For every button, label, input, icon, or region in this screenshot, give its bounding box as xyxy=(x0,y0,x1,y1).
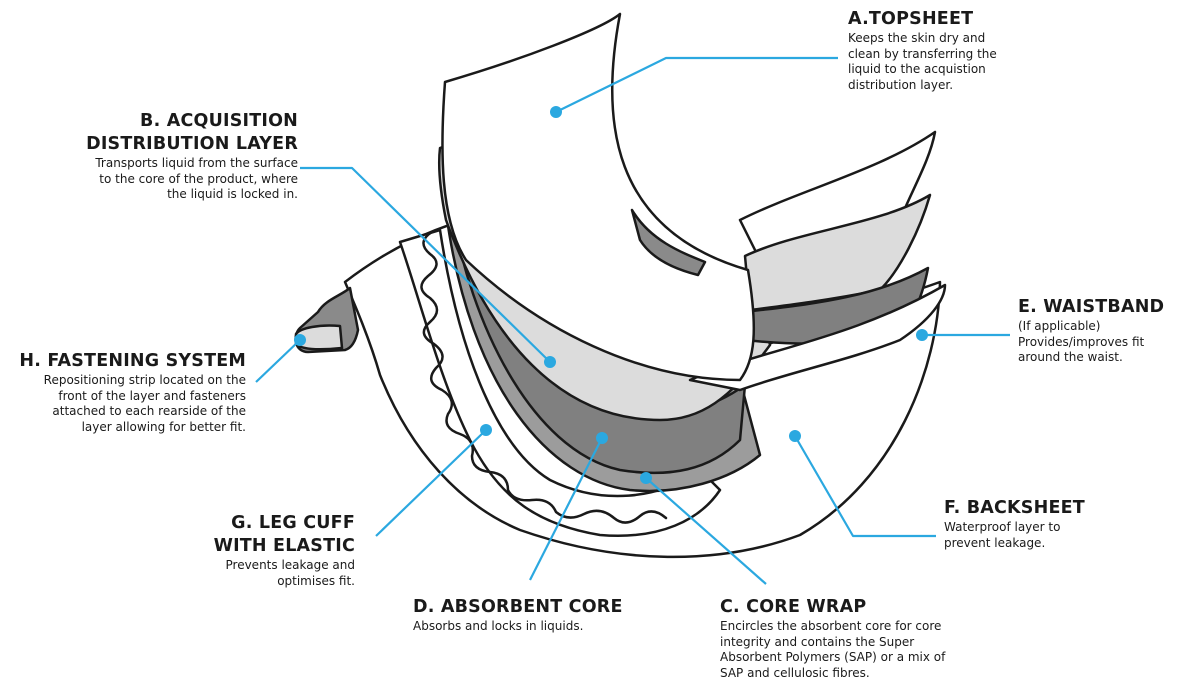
label-absorbent-core-title: D. ABSORBENT CORE xyxy=(413,597,623,617)
leader-h xyxy=(255,339,301,383)
marker-d xyxy=(596,432,608,444)
label-waistband: E. WAISTBAND (If applicable) Provides/im… xyxy=(1018,296,1193,366)
marker-a xyxy=(550,106,562,118)
waistband-flap-mid xyxy=(743,193,932,312)
label-fastening-system-title: H. FASTENING SYSTEM xyxy=(19,351,246,371)
label-waistband-note: (If applicable) xyxy=(1018,319,1101,333)
leg-cuff-elastic-wave xyxy=(420,230,668,524)
marker-b xyxy=(544,356,556,368)
label-topsheet-title: A.TOPSHEET xyxy=(848,9,974,29)
label-leg-cuff-desc: Prevents leakage and optimises fit. xyxy=(225,558,356,588)
label-backsheet: F. BACKSHEET Waterproof layer to prevent… xyxy=(944,497,1144,551)
leader-a xyxy=(555,56,838,113)
leader-f xyxy=(794,435,936,538)
label-backsheet-title: F. BACKSHEET xyxy=(944,498,1085,518)
leader-b xyxy=(300,166,551,363)
topsheet-inner-fold xyxy=(630,208,707,277)
label-core-wrap: C. CORE WRAP Encircles the absorbent cor… xyxy=(720,596,990,681)
leader-d xyxy=(529,437,603,581)
marker-f xyxy=(789,430,801,442)
fastening-strip xyxy=(294,324,344,351)
label-fastening-system-desc: Repositioning strip located on the front… xyxy=(43,373,246,434)
label-acquisition-layer-desc: Transports liquid from the surface to th… xyxy=(95,156,298,201)
label-leg-cuff: G. LEG CUFF WITH ELASTIC Prevents leakag… xyxy=(175,512,355,589)
topsheet-layer xyxy=(441,12,756,382)
marker-c xyxy=(640,472,652,484)
leader-c xyxy=(645,477,767,585)
leader-g xyxy=(375,429,487,537)
marker-e xyxy=(916,329,928,341)
label-absorbent-core: D. ABSORBENT CORE Absorbs and locks in l… xyxy=(413,596,673,635)
label-absorbent-core-desc: Absorbs and locks in liquids. xyxy=(413,619,584,633)
waistband xyxy=(688,283,947,392)
label-leg-cuff-title: G. LEG CUFF WITH ELASTIC xyxy=(213,513,355,556)
label-fastening-system: H. FASTENING SYSTEM Repositioning strip … xyxy=(14,350,246,435)
label-topsheet-desc: Keeps the skin dry and clean by transfer… xyxy=(848,31,997,92)
marker-h xyxy=(294,334,306,346)
label-core-wrap-title: C. CORE WRAP xyxy=(720,597,867,617)
label-waistband-desc: Provides/improves fit around the waist. xyxy=(1018,334,1145,365)
label-waistband-title: E. WAISTBAND xyxy=(1018,297,1165,317)
label-topsheet: A.TOPSHEET Keeps the skin dry and clean … xyxy=(848,8,1048,93)
label-backsheet-desc: Waterproof layer to prevent leakage. xyxy=(944,520,1061,550)
leg-cuff-outline xyxy=(398,228,722,537)
label-core-wrap-desc: Encircles the absorbent core for core in… xyxy=(720,619,946,680)
label-acquisition-layer-title: B. ACQUISITION DISTRIBUTION LAYER xyxy=(86,111,298,154)
marker-g xyxy=(480,424,492,436)
label-acquisition-layer: B. ACQUISITION DISTRIBUTION LAYER Transp… xyxy=(30,110,298,203)
